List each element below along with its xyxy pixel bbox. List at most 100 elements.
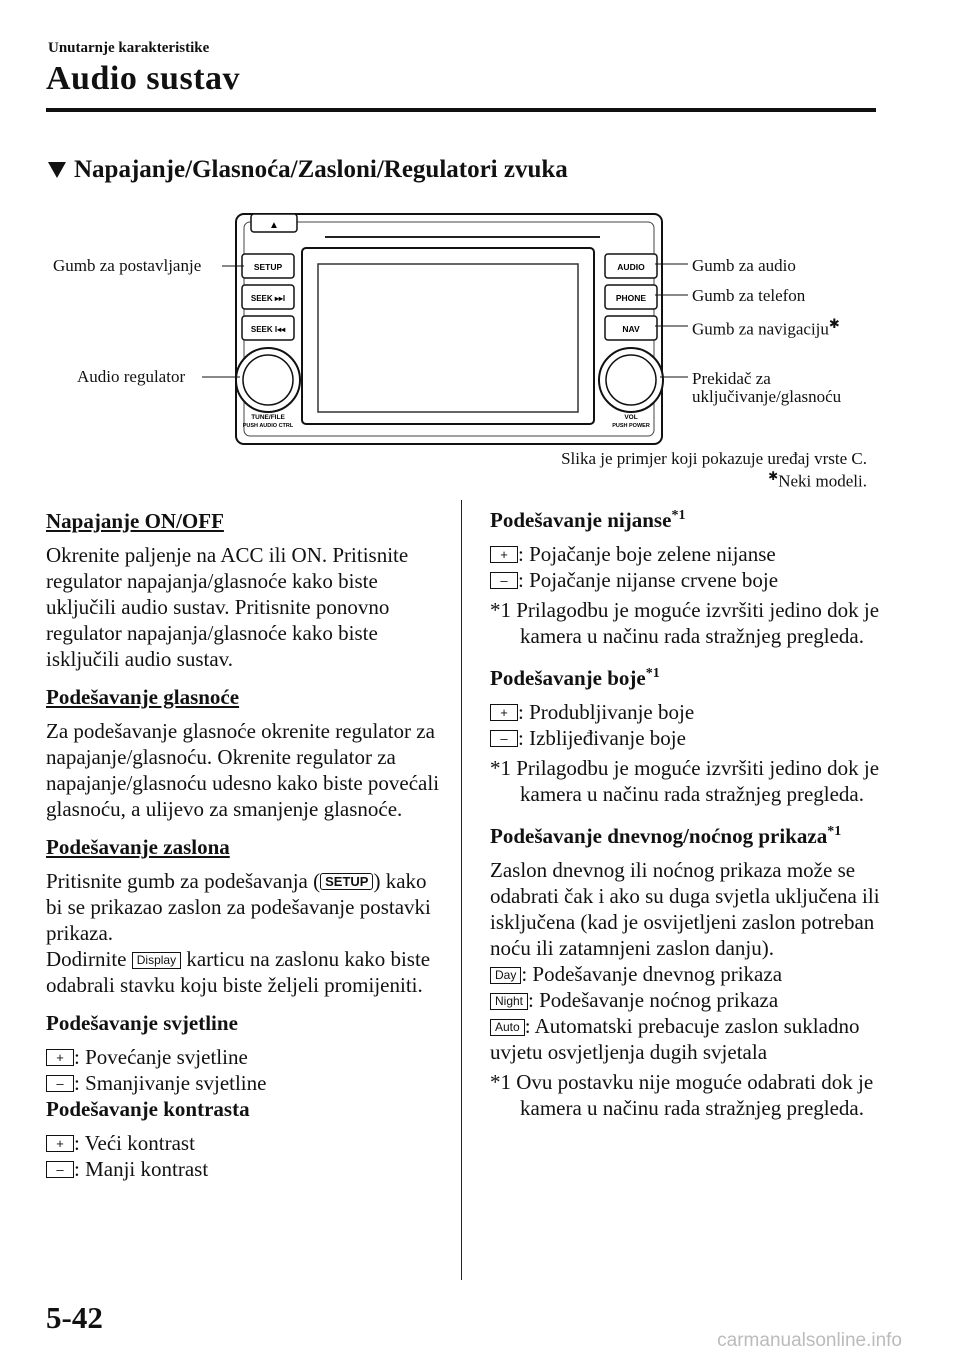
tune-knob bbox=[242, 354, 294, 406]
seek-forward-button bbox=[241, 284, 295, 310]
color-minus: –: Izblijeđivanje boje bbox=[490, 725, 890, 751]
power-heading: Napajanje ON/OFF bbox=[46, 509, 224, 533]
figure-note: ✱Neki modeli. bbox=[768, 469, 867, 492]
right-column: Podešavanje nijanse*1 +: Pojačanje boje … bbox=[490, 503, 890, 1133]
volume-knob-sublabel: PUSH POWER bbox=[612, 423, 650, 429]
display-text-2a: Dodirnite bbox=[46, 947, 132, 971]
display-text-1a: Pritisnite gumb za podešavanja ( bbox=[46, 869, 321, 893]
tint-minus-text: : Pojačanje nijanse crvene boje bbox=[518, 568, 779, 592]
contrast-heading: Podešavanje kontrasta bbox=[46, 1097, 250, 1121]
daynight-note: *1 Ovu postavku nije moguće odabrati dok… bbox=[490, 1070, 874, 1120]
triangle-icon bbox=[48, 162, 66, 178]
day-option-text: : Podešavanje dnevnog prikaza bbox=[521, 962, 783, 986]
display-text-1b: ) kako bi se prikazao zaslon za podešava… bbox=[46, 869, 431, 945]
setup-key-icon: SETUP bbox=[320, 873, 374, 890]
color-plus-text: : Produbljivanje boje bbox=[518, 700, 695, 724]
brightness-plus: +: Povećanje svjetline bbox=[46, 1044, 446, 1070]
label-audio: Gumb za audio bbox=[692, 256, 796, 275]
phone-label: PHONE bbox=[616, 293, 647, 303]
nav-label: NAV bbox=[622, 324, 640, 334]
auto-option: Auto: Automatski prebacuje zaslon suklad… bbox=[490, 1013, 890, 1065]
plus-key-icon: + bbox=[490, 704, 518, 721]
volume-text: Za podešavanje glasnoće okrenite regulat… bbox=[46, 719, 440, 821]
phone-button bbox=[604, 284, 658, 310]
power-text: Okrenite paljenje na ACC ili ON. Pritisn… bbox=[46, 543, 409, 671]
minus-key-icon: – bbox=[490, 730, 518, 747]
volume-knob-label: VOL bbox=[624, 414, 637, 421]
eject-icon: ▲ bbox=[269, 220, 279, 231]
section-title: Napajanje/Glasnoća/Zasloni/Regulatori zv… bbox=[74, 156, 568, 183]
asterisk-icon: ✱ bbox=[768, 469, 779, 483]
figure-caption: Slika je primjer koji pokazuje uređaj vr… bbox=[561, 449, 867, 468]
breadcrumb: Unutarnje karakteristike bbox=[48, 40, 210, 56]
color-minus-text: : Izblijeđivanje boje bbox=[518, 726, 686, 750]
volume-knob bbox=[605, 354, 657, 406]
volume-heading: Podešavanje glasnoće bbox=[46, 685, 240, 709]
setup-label: SETUP bbox=[254, 262, 283, 272]
brightness-minus-text: : Smanjivanje svjetline bbox=[74, 1071, 267, 1095]
label-nav-text: Gumb za navigaciju bbox=[692, 319, 829, 339]
daynight-text: Zaslon dnevnog ili noćnog prikaza može s… bbox=[490, 858, 880, 960]
tint-heading: Podešavanje nijanse*1 bbox=[490, 503, 890, 533]
watermark: carmanualsonline.info bbox=[717, 1330, 902, 1351]
audio-button bbox=[604, 253, 658, 279]
column-divider bbox=[461, 500, 462, 1280]
night-option: Night: Podešavanje noćnog prikaza bbox=[490, 987, 890, 1013]
plus-key-icon: + bbox=[46, 1135, 74, 1152]
contrast-minus-text: : Manji kontrast bbox=[74, 1157, 209, 1181]
screen bbox=[317, 263, 579, 413]
color-heading-text: Podešavanje boje bbox=[490, 666, 646, 690]
display-heading: Podešavanje zaslona bbox=[46, 835, 230, 859]
page-number: 5-42 bbox=[46, 1300, 103, 1335]
title-rule bbox=[46, 108, 876, 112]
auto-option-text: : Automatski prebacuje zaslon sukladno u… bbox=[490, 1014, 860, 1064]
label-nav: Gumb za navigaciju✱ bbox=[692, 316, 840, 340]
brightness-plus-text: : Povećanje svjetline bbox=[74, 1045, 248, 1069]
label-setup: Gumb za postavljanje bbox=[53, 256, 202, 275]
tint-note: *1 Prilagodbu je moguće izvršiti jedino … bbox=[490, 598, 880, 648]
asterisk-icon: ✱ bbox=[828, 316, 840, 331]
brightness-minus: –: Smanjivanje svjetline bbox=[46, 1070, 446, 1096]
nav-button bbox=[604, 315, 658, 341]
audio-label: AUDIO bbox=[617, 262, 645, 272]
tune-knob-label: TUNE/FILE bbox=[251, 414, 285, 421]
contrast-plus-text: : Veći kontrast bbox=[74, 1131, 195, 1155]
night-option-text: : Podešavanje noćnog prikaza bbox=[528, 988, 779, 1012]
tint-minus: –: Pojačanje nijanse crvene boje bbox=[490, 567, 890, 593]
tint-heading-text: Podešavanje nijanse bbox=[490, 508, 672, 532]
color-heading: Podešavanje boje*1 bbox=[490, 661, 890, 691]
label-phone: Gumb za telefon bbox=[692, 286, 806, 305]
label-power-line1: Prekidač za bbox=[692, 369, 771, 388]
minus-key-icon: – bbox=[490, 572, 518, 589]
figure-note-text: Neki modeli. bbox=[778, 471, 867, 491]
day-key-icon: Day bbox=[490, 967, 522, 984]
audio-unit-figure: ▲ SETUP SEEK ▸▸I SEEK I◂◂ AUDIO PHONE NA… bbox=[202, 213, 688, 445]
left-column: Napajanje ON/OFF Okrenite paljenje na AC… bbox=[46, 508, 446, 1182]
minus-key-icon: – bbox=[46, 1161, 74, 1178]
auto-key-icon: Auto bbox=[490, 1019, 525, 1036]
color-plus: +: Produbljivanje boje bbox=[490, 699, 890, 725]
eject-button bbox=[250, 213, 298, 233]
label-power: Prekidač za uključivanje/glasnoću bbox=[692, 370, 841, 406]
tint-plus: +: Pojačanje boje zelene nijanse bbox=[490, 541, 890, 567]
display-text-2: Dodirnite Display karticu na zaslonu kak… bbox=[46, 946, 446, 998]
footnote-mark: *1 bbox=[827, 824, 842, 839]
tint-plus-text: : Pojačanje boje zelene nijanse bbox=[518, 542, 776, 566]
seek-forward-label: SEEK ▸▸I bbox=[251, 294, 285, 303]
brightness-heading: Podešavanje svjetline bbox=[46, 1011, 238, 1035]
night-key-icon: Night bbox=[490, 993, 529, 1010]
footnote-mark: *1 bbox=[671, 508, 686, 523]
chapter-title: Audio sustav bbox=[46, 60, 241, 97]
seek-back-label: SEEK I◂◂ bbox=[251, 325, 286, 334]
daynight-heading-text: Podešavanje dnevnog/noćnog prikaza bbox=[490, 824, 828, 848]
section-heading: Napajanje/Glasnoća/Zasloni/Regulatori zv… bbox=[48, 156, 568, 184]
seek-back-button bbox=[241, 315, 295, 341]
contrast-plus: +: Veći kontrast bbox=[46, 1130, 446, 1156]
footnote-mark: *1 bbox=[645, 666, 660, 681]
display-key-icon: Display bbox=[131, 952, 182, 969]
label-power-line2: uključivanje/glasnoću bbox=[692, 387, 842, 406]
contrast-minus: –: Manji kontrast bbox=[46, 1156, 446, 1182]
plus-key-icon: + bbox=[490, 546, 518, 563]
tune-knob-sublabel: PUSH AUDIO CTRL bbox=[243, 423, 294, 429]
plus-key-icon: + bbox=[46, 1049, 74, 1066]
